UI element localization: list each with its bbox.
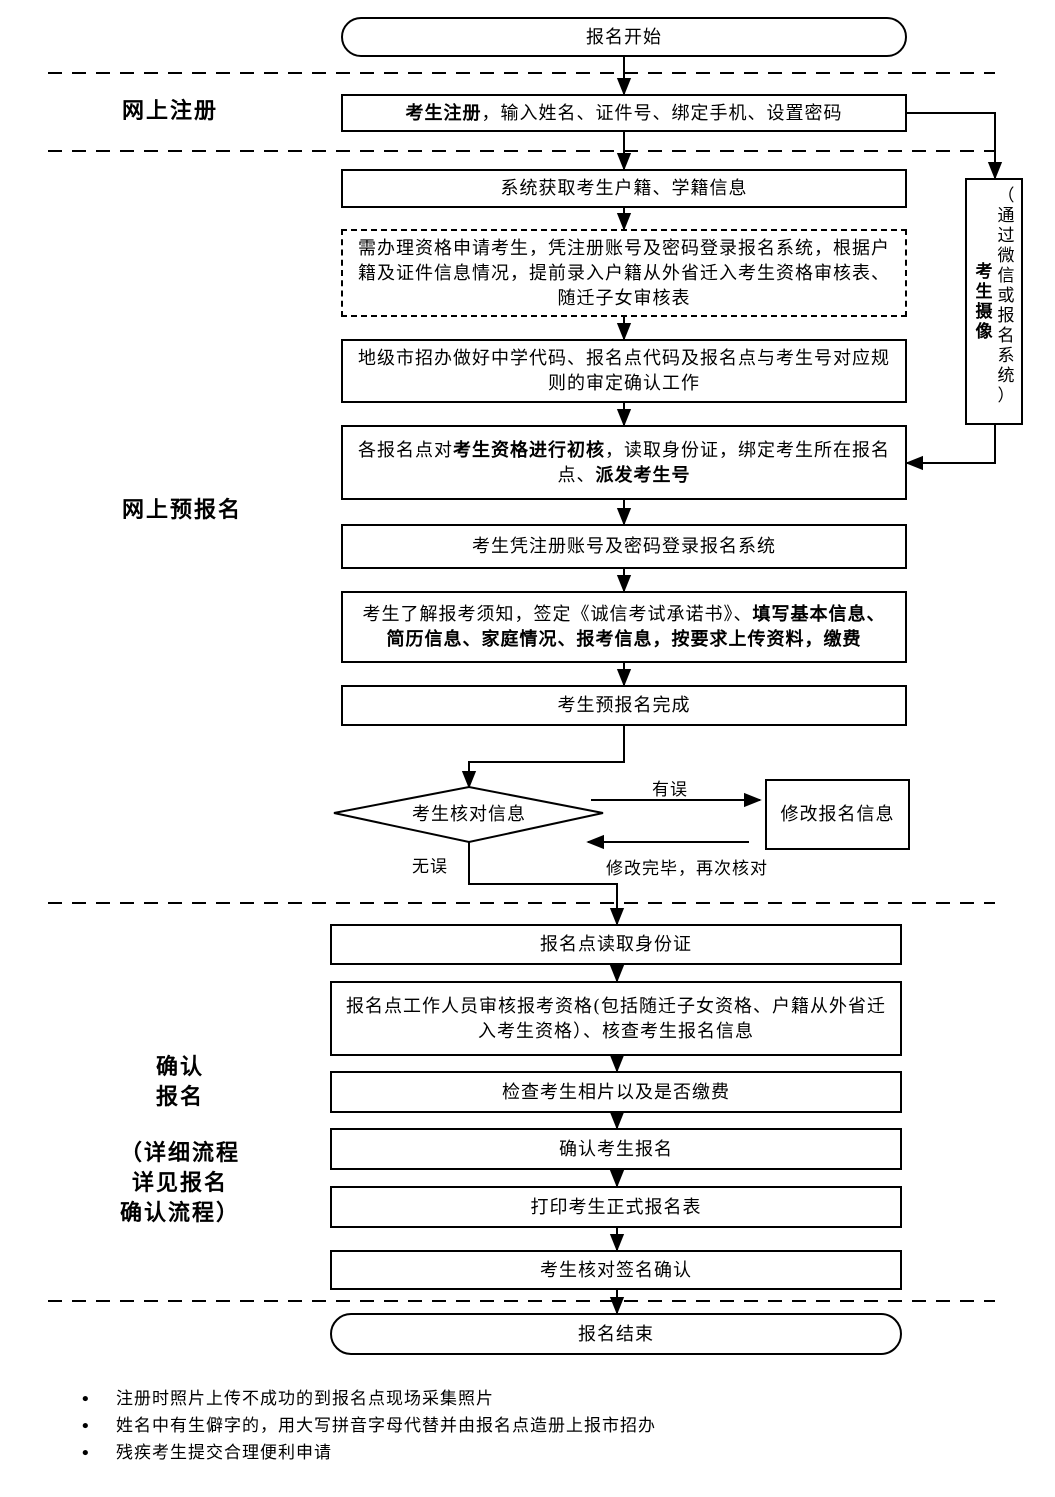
end-node: 报名结束 <box>330 1313 902 1355</box>
step-staff-review: 报名点工作人员审核报考资格(包括随迁子女资格、户籍从外省迁入考生资格）、核查考生… <box>330 981 902 1056</box>
section-label-confirm: 确认 报名 （详细流程 详见报名 确认流程） <box>110 1053 250 1229</box>
photo-box-bold: 考 生 摄 像 <box>974 262 994 342</box>
photo-bold-char: 摄 <box>975 302 993 322</box>
fill-text-a: 考生了解报考须知，签定《诚信考试承诺书》、 <box>362 604 753 625</box>
photo-char: 报 <box>997 306 1015 326</box>
point-check-bold-b: 考生资格进行初核 <box>453 439 605 461</box>
step-login: 考生凭注册账号及密码登录报名系统 <box>341 524 907 569</box>
photo-char: 通 <box>997 206 1015 226</box>
photo-char: 统 <box>997 366 1015 386</box>
section-label-pre-register: 网上预报名 <box>122 498 243 523</box>
step-print-form: 打印考生正式报名表 <box>330 1186 902 1228</box>
step-fill-info: 考生了解报考须知，签定《诚信考试承诺书》、填写基本信息、简历信息、家庭情况、报考… <box>341 591 907 663</box>
fill-bold-b: 填写基本信息、简历信息、家庭情况、报考信息，按要求上传资料，缴费 <box>386 604 886 650</box>
register-bold: 考生注册 <box>405 102 482 124</box>
confirm-detail-2: 详见报名 <box>131 1171 228 1196</box>
step-read-id: 报名点读取身份证 <box>330 924 902 965</box>
point-check-text-c: ，读取身份证，绑定考生所在报名点、 <box>557 439 890 486</box>
confirm-line-2: 报名 <box>155 1085 204 1110</box>
point-check-bold-d: 派发考生号 <box>595 464 691 486</box>
step-fetch-info: 系统获取考生户籍、学籍信息 <box>341 169 907 208</box>
confirm-detail-3: 确认流程） <box>119 1201 240 1226</box>
confirm-detail-1: （详细流程 <box>119 1141 240 1166</box>
note-item: 姓名中有生僻字的，用大写拼音字母代替并由报名点造册上报市招办 <box>80 1413 656 1440</box>
step-modify: 修改报名信息 <box>765 779 910 850</box>
section-label-register: 网上注册 <box>122 99 219 124</box>
step-register: 考生注册，输入姓名、证件号、绑定手机、设置密码 <box>341 94 907 132</box>
photo-box-detail: （ 通 过 微 信 或 报 名 系 统 ） <box>996 186 1016 406</box>
photo-bold-char: 生 <box>975 282 993 302</box>
photo-char: 名 <box>997 326 1015 346</box>
step-point-check: 各报名点对考生资格进行初核，读取身份证，绑定考生所在报名点、派发考生号 <box>341 425 907 500</box>
photo-char: 过 <box>997 226 1015 246</box>
photo-char: 或 <box>997 286 1015 306</box>
start-node: 报名开始 <box>341 17 907 57</box>
photo-bold-char: 像 <box>975 322 993 342</box>
note-item: 残疾考生提交合理便利申请 <box>80 1440 656 1467</box>
photo-char: （ <box>997 186 1015 206</box>
edge-label-recheck: 修改完毕，再次核对 <box>606 859 768 879</box>
step-city-office: 地级市招办做好中学代码、报名点代码及报名点与考生号对应规则的审定确认工作 <box>341 339 907 403</box>
step-check-photo: 检查考生相片以及是否缴费 <box>330 1071 902 1113</box>
photo-char: 微 <box>997 246 1015 266</box>
confirm-line-1: 确认 <box>155 1055 204 1080</box>
step-qualification-apply: 需办理资格申请考生，凭注册账号及密码登录报名系统，根据户籍及证件信息情况，提前录… <box>341 229 907 317</box>
photo-box: 考 生 摄 像 （ 通 过 微 信 或 报 名 系 统 ） <box>965 178 1023 425</box>
register-text: ，输入姓名、证件号、绑定手机、设置密码 <box>481 102 843 124</box>
photo-bold-char: 考 <box>975 262 993 282</box>
note-item: 注册时照片上传不成功的到报名点现场采集照片 <box>80 1386 656 1413</box>
verify-diamond <box>333 785 604 844</box>
step-sign: 考生核对签名确认 <box>330 1250 902 1290</box>
notes-list: 注册时照片上传不成功的到报名点现场采集照片 姓名中有生僻字的，用大写拼音字母代替… <box>80 1386 656 1467</box>
step-pre-done: 考生预报名完成 <box>341 685 907 726</box>
point-check-text-a: 各报名点对 <box>358 439 453 461</box>
edge-label-no-error: 无误 <box>412 857 448 877</box>
photo-char: ） <box>997 386 1015 406</box>
photo-char: 系 <box>997 346 1015 366</box>
photo-char: 信 <box>997 266 1015 286</box>
step-confirm: 确认考生报名 <box>330 1128 902 1170</box>
edge-label-error: 有误 <box>652 780 688 800</box>
verify-label: 考生核对信息 <box>412 803 526 825</box>
